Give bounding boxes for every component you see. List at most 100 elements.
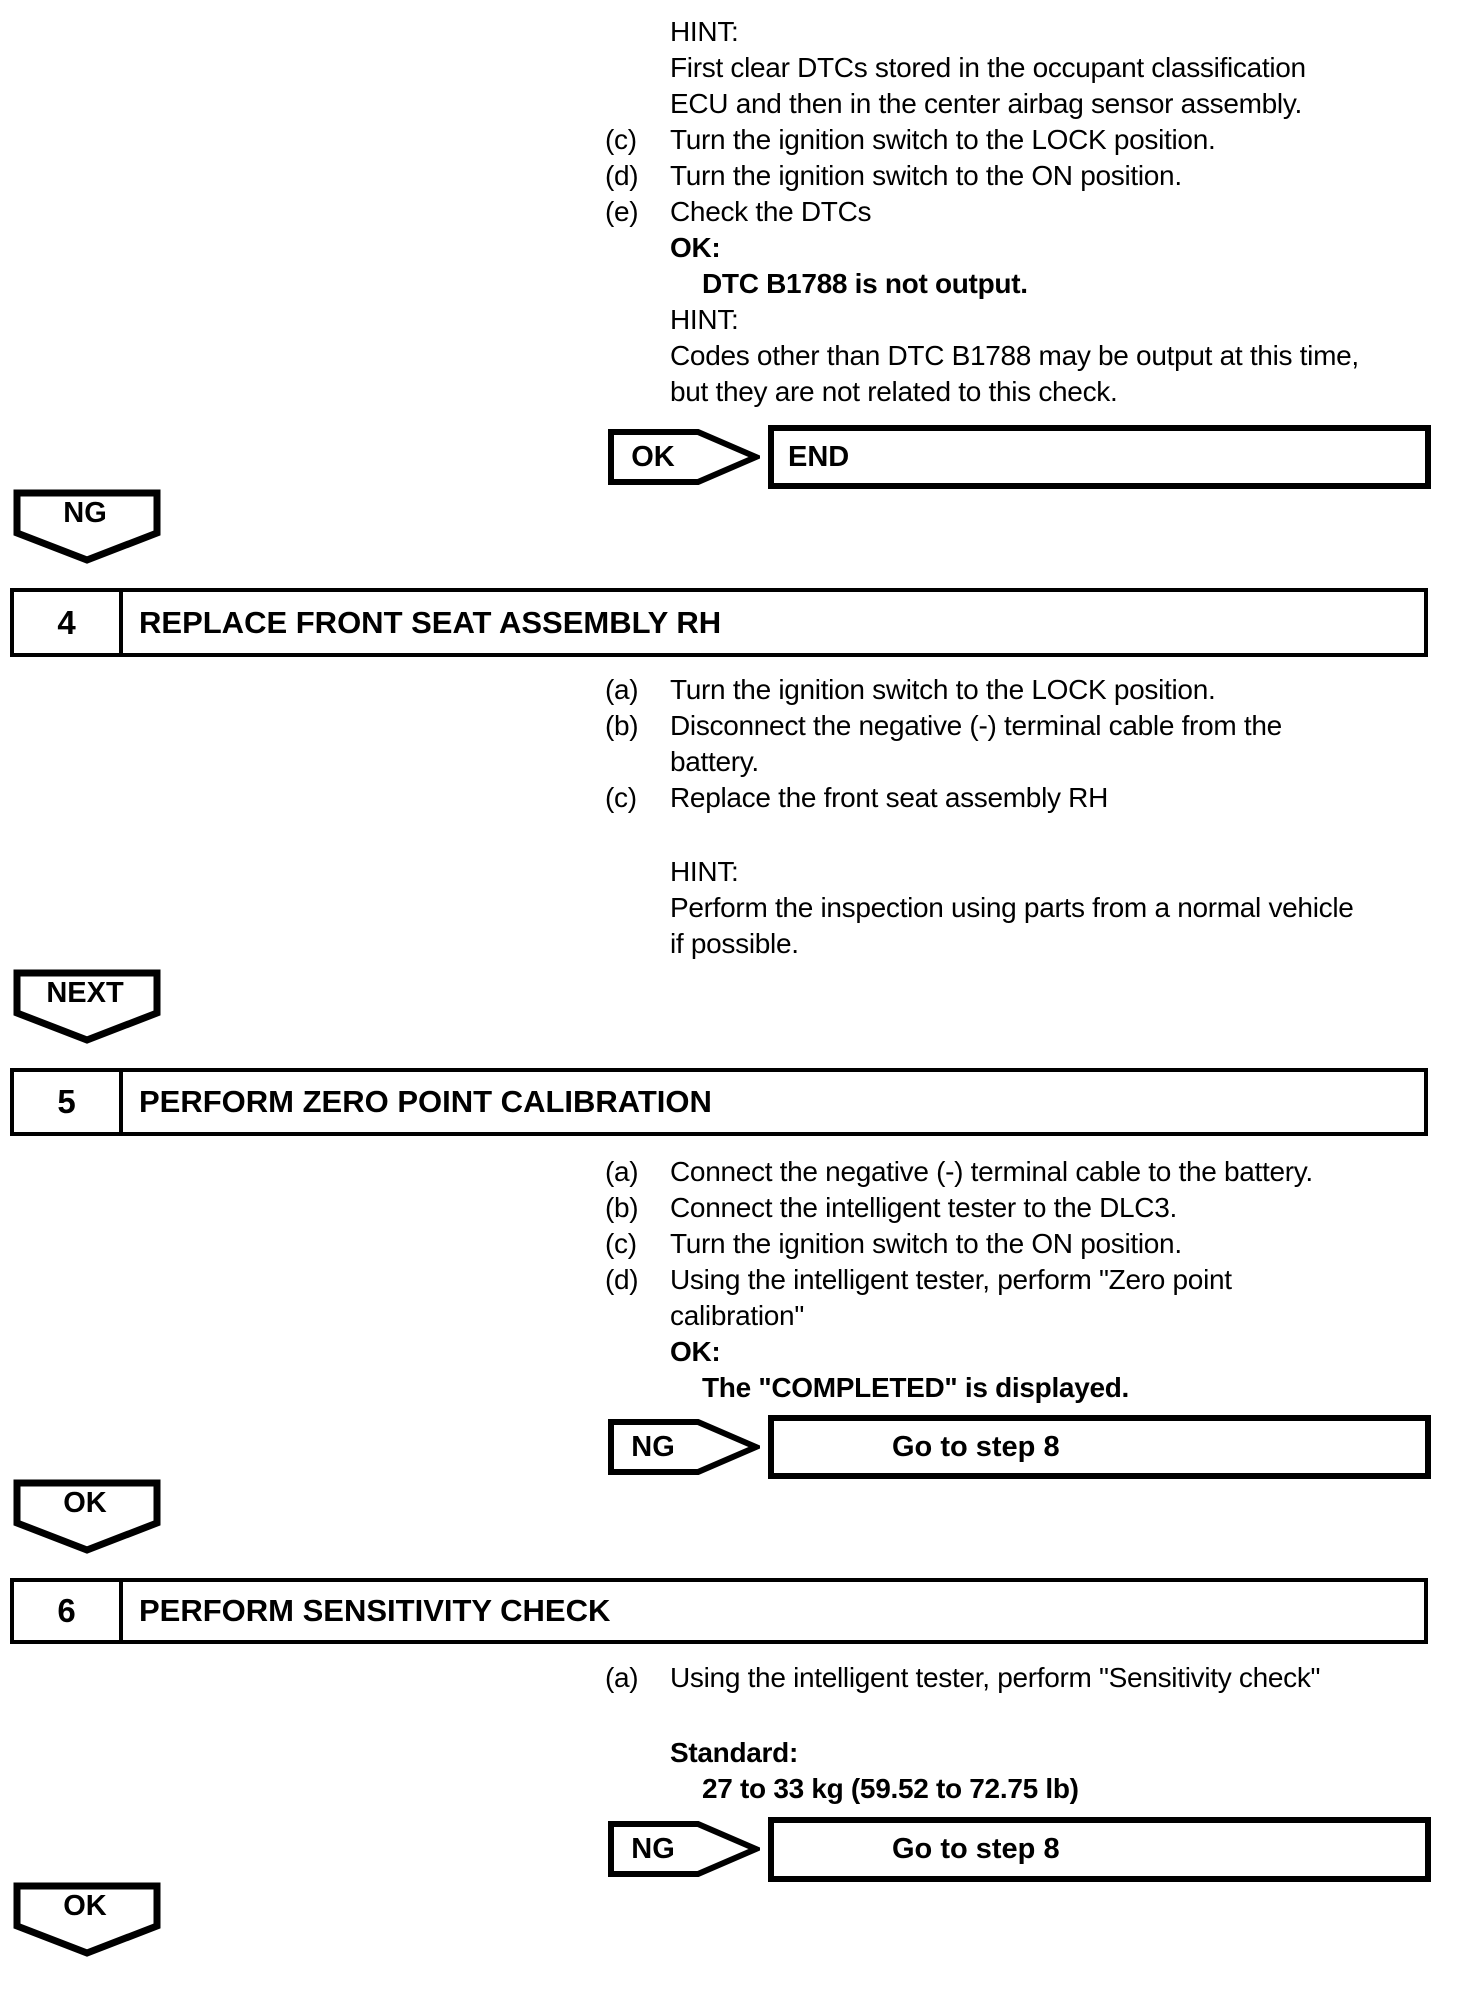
ng-arrow-badge: NG [608,1419,760,1477]
next-tab-label: NEXT [46,977,124,1009]
step6-title: PERFORM SENSITIVITY CHECK [139,1593,611,1628]
hint-line: but they are not related to this check. [670,376,1118,407]
hint-line: Perform the inspection using parts from … [670,892,1354,923]
item-label: (c) [605,782,637,813]
next-tab: NEXT [13,969,161,1045]
item-text: Connect the negative (-) terminal cable … [670,1156,1313,1187]
end-result-box: END [768,425,1431,489]
down-pentagon-shape [13,489,161,564]
step6-body: (a) Using the intelligent tester, perform… [605,1660,1445,1696]
procedure-item: (d) Using the intelligent tester, perform… [605,1262,1445,1298]
hint-label: HINT: [670,304,739,335]
down-pentagon-shape [13,1882,161,1957]
item-text: Turn the ignition switch to the ON posit… [670,1228,1182,1259]
ok-arrow-badge: OK [608,429,760,487]
procedure-item-continuation: calibration" [605,1298,1445,1334]
ng-arrow-label: NG [631,1431,675,1463]
item-label: (a) [605,1156,639,1187]
item-text: Connect the intelligent tester to the DL… [670,1192,1177,1223]
hint-line: if possible. [670,928,799,959]
ng-arrow-label: NG [631,1833,675,1865]
item-text: Turn the ignition switch to the ON posit… [670,160,1182,191]
ok-tab: OK [13,1479,161,1555]
standard-value: 27 to 33 kg (59.52 to 72.75 lb) [702,1773,1079,1804]
item-label: (e) [605,196,639,227]
item-text: Check the DTCs [670,196,872,227]
ok-result: DTC B1788 is not output. [702,268,1028,299]
ok-result: The "COMPLETED" is displayed. [702,1372,1130,1403]
goto-step8-box: Go to step 8 [768,1415,1431,1479]
item-label: (a) [605,1662,639,1693]
item-text: Disconnect the negative (-) terminal cab… [670,710,1282,741]
step6-header: 6 PERFORM SENSITIVITY CHECK [10,1578,1428,1644]
item-text: Using the intelligent tester, perform "S… [670,1662,1321,1693]
right-arrow-shape [608,1821,760,1877]
hint-line: ECU and then in the center airbag sensor… [670,88,1302,119]
intro-text-block: HINT: First clear DTCs stored in the occ… [605,14,1445,410]
standard-heading: Standard: [605,1735,1445,1771]
hint-heading: HINT: [605,14,1445,50]
ok-heading: OK: [605,1334,1445,1370]
procedure-item: (b) Connect the intelligent tester to the… [605,1190,1445,1226]
item-text: Turn the ignition switch to the LOCK pos… [670,674,1216,705]
step4-number: 4 [14,592,123,653]
hint-label: HINT: [670,16,739,47]
item-text: calibration" [670,1300,804,1331]
ng-tab: NG [13,489,161,565]
item-text: Replace the front seat assembly RH [670,782,1109,813]
down-pentagon-shape [13,1479,161,1554]
step4-hint-block: HINT: Perform the inspection using parts… [605,854,1445,962]
item-label: (c) [605,1228,637,1259]
hint-heading: HINT: [605,302,1445,338]
right-arrow-shape [608,429,760,485]
procedure-item: (c) Replace the front seat assembly RH [605,780,1445,816]
step6-number: 6 [14,1582,123,1640]
item-label: (b) [605,1192,639,1223]
item-label: (d) [605,1264,639,1295]
step5-title: PERFORM ZERO POINT CALIBRATION [139,1084,712,1119]
step5-number: 5 [14,1072,123,1132]
ok-tab-label: OK [63,1890,107,1922]
procedure-item: (d) Turn the ignition switch to the ON po… [605,158,1445,194]
procedure-item: (a) Using the intelligent tester, perform… [605,1660,1445,1696]
goto-step8-box: Go to step 8 [768,1817,1431,1882]
ok-label: OK: [670,232,721,263]
item-label: (a) [605,674,639,705]
hint-line: First clear DTCs stored in the occupant … [670,52,1306,83]
hint-heading: HINT: [605,854,1445,890]
step5-body: (a) Connect the negative (-) terminal cab… [605,1154,1445,1406]
item-label: (b) [605,710,639,741]
procedure-item: (e) Check the DTCs [605,194,1445,230]
ok-heading: OK: [605,230,1445,266]
procedure-item: (c) Turn the ignition switch to the LOCK … [605,122,1445,158]
procedure-item-continuation: battery. [605,744,1445,780]
item-text: battery. [670,746,759,777]
ok-tab-bottom: OK [13,1882,161,1958]
procedure-item: (a) Turn the ignition switch to the LOCK … [605,672,1445,708]
item-label: (d) [605,160,639,191]
step4-header: 4 REPLACE FRONT SEAT ASSEMBLY RH [10,588,1428,657]
standard-label: Standard: [670,1737,798,1768]
ng-arrow-badge: NG [608,1821,760,1879]
end-label: END [788,440,850,473]
ok-label: OK: [670,1336,721,1367]
procedure-item: (b) Disconnect the negative (-) terminal … [605,708,1445,744]
procedure-item: (a) Connect the negative (-) terminal cab… [605,1154,1445,1190]
item-text: Using the intelligent tester, perform "Z… [670,1264,1232,1295]
ok-arrow-label: OK [631,441,675,473]
goto-step8-label: Go to step 8 [892,1430,1060,1463]
ok-tab-label: OK [63,1487,107,1519]
goto-step8-label: Go to step 8 [892,1833,1060,1865]
step6-standard-block: Standard: 27 to 33 kg (59.52 to 72.75 lb… [605,1735,1445,1807]
step4-title: REPLACE FRONT SEAT ASSEMBLY RH [139,604,722,640]
right-arrow-shape [608,1419,760,1475]
hint-line: Codes other than DTC B1788 may be output… [670,340,1359,371]
item-text: Turn the ignition switch to the LOCK pos… [670,124,1216,155]
procedure-item: (c) Turn the ignition switch to the ON po… [605,1226,1445,1262]
ng-tab-label: NG [63,497,107,529]
hint-label: HINT: [670,856,739,887]
item-label: (c) [605,124,637,155]
step5-header: 5 PERFORM ZERO POINT CALIBRATION [10,1068,1428,1136]
step4-body: (a) Turn the ignition switch to the LOCK … [605,672,1445,816]
